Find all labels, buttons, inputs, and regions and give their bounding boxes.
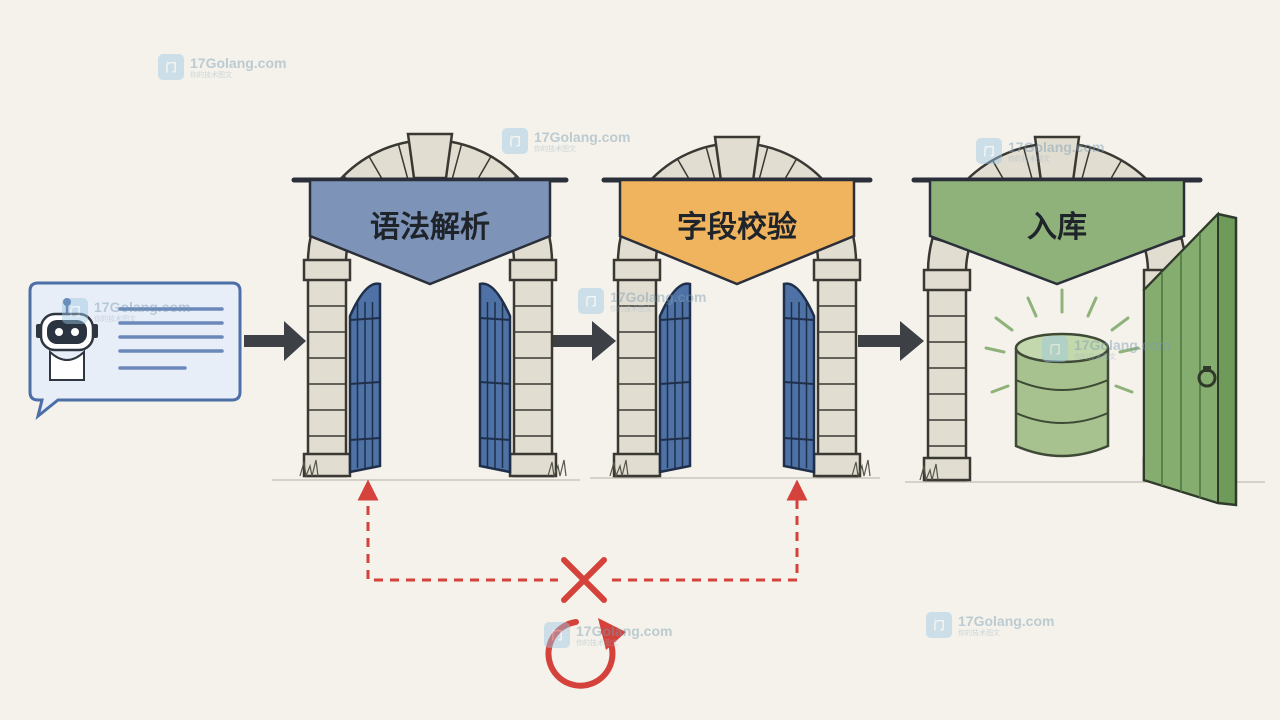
door-rail [349, 381, 381, 385]
left-gate-door [658, 282, 692, 474]
grass-tuft [851, 459, 871, 479]
left-pillar [922, 268, 972, 482]
door-rail [479, 437, 511, 441]
pillar-capital [508, 258, 558, 282]
pillar-capital [612, 258, 662, 282]
banner [308, 178, 552, 286]
database-icon [984, 288, 1140, 458]
right-gate-door [782, 282, 816, 474]
door-rail [783, 381, 815, 385]
pillar-body [816, 260, 858, 478]
door-rail [659, 317, 691, 321]
pillar-capital [812, 258, 862, 282]
door-rail [783, 437, 815, 441]
banner [928, 178, 1186, 286]
door-rail [659, 437, 691, 441]
banner [618, 178, 856, 286]
green-door [1142, 211, 1238, 507]
grass-tuft [609, 459, 629, 479]
pillar-body [306, 260, 348, 478]
red-x-icon [561, 557, 607, 603]
glow-rays [984, 288, 1140, 394]
right-pillar [812, 258, 862, 478]
grass-tuft [299, 459, 319, 479]
flow-arrow-1 [244, 321, 306, 361]
flow-arrow-3 [858, 321, 924, 361]
door-rail [783, 317, 815, 321]
pillar-body [926, 270, 968, 482]
arch-joint [397, 143, 409, 182]
pillar-capital [302, 258, 352, 282]
grass-tuft [919, 463, 939, 483]
pillar-capital [922, 268, 972, 292]
message-lines [118, 307, 224, 370]
robot-icon [36, 298, 98, 381]
door-rail [349, 437, 381, 441]
keystone [406, 132, 454, 180]
retry-circle-icon [545, 618, 626, 689]
robot-chat-bubble-icon [28, 281, 242, 420]
gate-field-validate [601, 135, 873, 479]
left-pillar [612, 258, 662, 478]
arch-joint [451, 143, 463, 182]
pillar-body [512, 260, 554, 478]
pillar-body [616, 260, 658, 478]
flow-arrow-2 [550, 321, 616, 361]
gate-label-store: 入库 [1027, 210, 1087, 245]
keystone [713, 135, 761, 183]
keystone [1033, 135, 1081, 183]
door-rail [349, 317, 381, 321]
left-pillar [302, 258, 352, 478]
gate-syntax-parse [291, 132, 569, 479]
door-rail [479, 381, 511, 385]
grass-tuft [547, 459, 567, 479]
door-rail [659, 381, 691, 385]
ground-lines [272, 477, 1265, 483]
left-gate-door [348, 282, 382, 474]
door-rail [479, 317, 511, 321]
right-pillar [508, 258, 558, 478]
right-gate-door [478, 282, 512, 474]
gate-label-field-validate: 字段校验 [677, 210, 797, 245]
retry-path [357, 479, 808, 582]
gate-label-syntax-parse: 语法解析 [370, 210, 490, 245]
